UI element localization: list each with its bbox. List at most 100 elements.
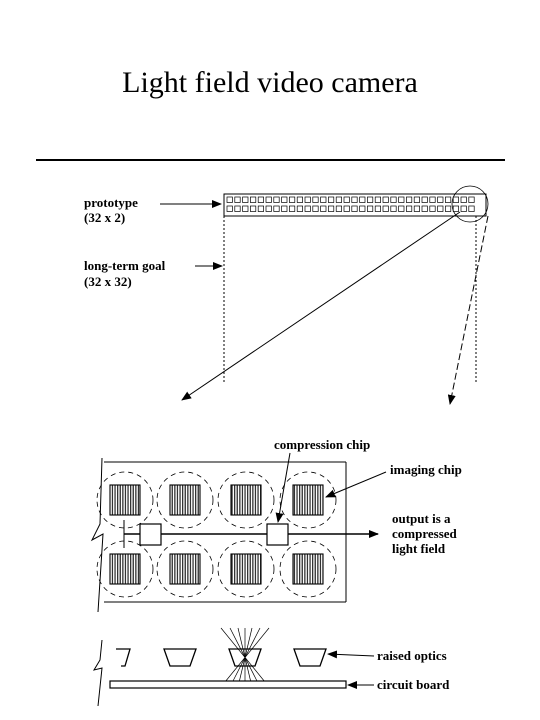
goal-size: (32 x 32) xyxy=(84,274,132,289)
lens-outline xyxy=(279,540,337,598)
prototype-cell xyxy=(320,196,327,203)
prototype-cell xyxy=(382,205,389,212)
prototype-cell xyxy=(273,196,280,203)
prototype-cell xyxy=(296,205,303,212)
prototype-cell xyxy=(296,196,303,203)
prototype-cell xyxy=(234,205,241,212)
prototype-cell xyxy=(320,205,327,212)
prototype-cell xyxy=(234,196,241,203)
imaging-chip xyxy=(169,484,201,516)
prototype-cell xyxy=(406,196,413,203)
prototype-cell xyxy=(242,205,249,212)
light-ray xyxy=(229,627,258,682)
lens-outline xyxy=(156,471,214,529)
prototype-cell xyxy=(335,205,342,212)
prototype-cell xyxy=(273,205,280,212)
prototype-cell xyxy=(374,196,381,203)
prototype-cell xyxy=(343,205,350,212)
lens-outline xyxy=(96,471,154,529)
light-rays xyxy=(220,627,270,682)
imaging-chip-arrow xyxy=(325,471,387,498)
prototype-cell xyxy=(413,196,420,203)
prototype-cell xyxy=(359,196,366,203)
imaging-chip xyxy=(109,553,141,585)
prototype-cell xyxy=(398,196,405,203)
lens-outline xyxy=(217,471,275,529)
prototype-cell xyxy=(250,205,257,212)
prototype-cell xyxy=(429,205,436,212)
raised-optic-2 xyxy=(163,648,197,667)
prototype-cell xyxy=(328,196,335,203)
prototype-cell xyxy=(460,196,467,203)
light-ray xyxy=(239,627,253,682)
prototype-cell xyxy=(468,196,475,203)
goal-label: long-term goal xyxy=(84,258,166,273)
prototype-cell xyxy=(242,196,249,203)
prototype-cell xyxy=(452,205,459,212)
prototype-cell xyxy=(265,205,272,212)
prototype-cell xyxy=(304,196,311,203)
prototype-cell xyxy=(281,205,288,212)
prototype-cell xyxy=(351,205,358,212)
light-ray xyxy=(220,627,265,682)
raised-optics-arrow xyxy=(327,650,375,659)
prototype-cell xyxy=(398,205,405,212)
prototype-cell xyxy=(257,196,264,203)
imaging-chip xyxy=(292,484,324,516)
lens-outline xyxy=(156,540,214,598)
prototype-cell xyxy=(445,205,452,212)
prototype-cell xyxy=(452,196,459,203)
prototype-cell xyxy=(413,205,420,212)
prototype-cell xyxy=(367,196,374,203)
output-label-line3: light field xyxy=(392,541,446,556)
lens-outline xyxy=(279,471,337,529)
compression-chip-label: compression chip xyxy=(274,437,370,452)
prototype-cell xyxy=(335,196,342,203)
prototype-cell xyxy=(390,205,397,212)
output-label-line1: output is a xyxy=(392,511,451,526)
prototype-cell xyxy=(406,205,413,212)
zoom-arrow-left xyxy=(181,211,461,401)
prototype-camera-cells xyxy=(226,196,475,212)
prototype-cell xyxy=(250,196,257,203)
prototype-cell xyxy=(351,196,358,203)
prototype-cell xyxy=(367,205,374,212)
compression-chip-1 xyxy=(139,523,162,546)
imaging-chip-label: imaging chip xyxy=(390,462,462,477)
light-ray xyxy=(237,627,251,682)
raised-optics-label: raised optics xyxy=(377,648,447,663)
raised-optic-4 xyxy=(293,648,327,667)
prototype-cell xyxy=(328,205,335,212)
prototype-cell xyxy=(226,196,233,203)
imaging-chip xyxy=(230,553,262,585)
slide-title: Light field video camera xyxy=(122,66,418,99)
magnifier-circle xyxy=(451,185,489,223)
zoom-arrow-right xyxy=(447,215,489,405)
prototype-cell xyxy=(374,205,381,212)
imaging-chip xyxy=(169,553,201,585)
raised-optic-1 xyxy=(116,648,131,667)
prototype-cell xyxy=(226,205,233,212)
prototype-cell xyxy=(359,205,366,212)
compression-chip-2 xyxy=(266,523,289,546)
prototype-label: prototype xyxy=(84,195,138,210)
side-view-break xyxy=(92,639,103,707)
prototype-cell xyxy=(257,205,264,212)
prototype-cell xyxy=(343,196,350,203)
prototype-cell xyxy=(460,205,467,212)
board-break-left xyxy=(90,457,104,613)
prototype-cell xyxy=(382,196,389,203)
prototype-cell xyxy=(468,205,475,212)
imaging-chip xyxy=(292,553,324,585)
lens-outline xyxy=(96,540,154,598)
camera-lens-array xyxy=(96,471,337,598)
light-ray xyxy=(232,627,261,682)
compression-chip-arrow xyxy=(275,452,291,523)
prototype-cell xyxy=(312,196,319,203)
circuit-board xyxy=(109,680,347,689)
light-ray xyxy=(225,627,270,682)
prototype-cell xyxy=(445,196,452,203)
prototype-size: (32 x 2) xyxy=(84,210,125,225)
prototype-cell xyxy=(289,196,296,203)
